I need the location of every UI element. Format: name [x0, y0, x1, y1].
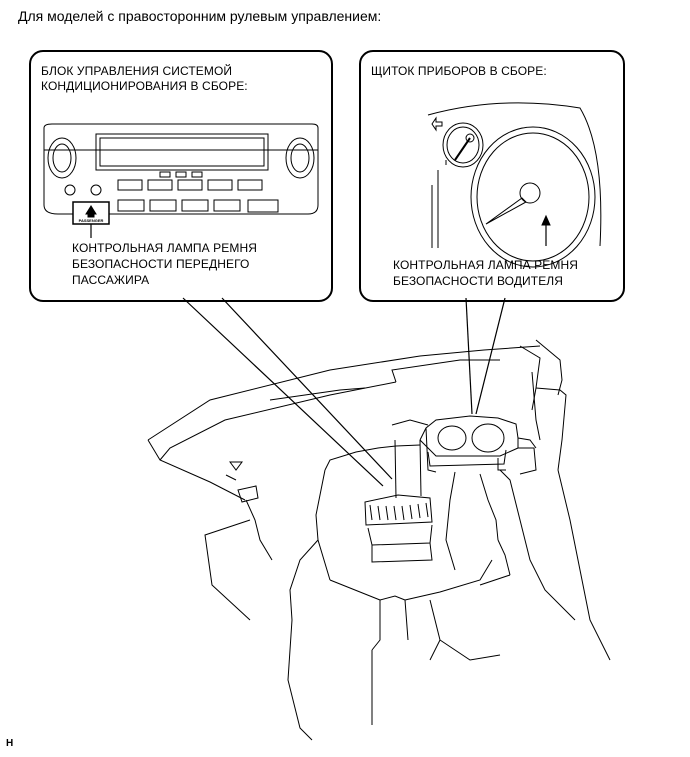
instrument-cluster-drawing — [427, 102, 602, 268]
cluster-leader-line — [465, 297, 473, 415]
instrument-cluster-title: ЩИТОК ПРИБОРОВ В СБОРЕ: — [371, 64, 547, 78]
passenger-lamp-text: PASSENGER — [79, 218, 104, 223]
ac-leader-line — [182, 297, 384, 487]
passenger-lamp-label-line2: БЕЗОПАСНОСТИ ПЕРЕДНЕГО — [72, 257, 250, 271]
ac-control-title-line2: КОНДИЦИОНИРОВАНИЯ В СБОРЕ: — [41, 79, 248, 93]
driver-lamp-label-line2: БЕЗОПАСНОСТИ ВОДИТЕЛЯ — [393, 274, 564, 288]
passenger-lamp-label-line3: ПАССАЖИРА — [72, 273, 150, 287]
driver-lamp-label-line1: КОНТРОЛЬНАЯ ЛАМПА РЕМНЯ — [393, 258, 579, 272]
passenger-seatbelt-lamp-icon: PASSENGER — [72, 201, 110, 225]
dashboard-drawing — [147, 339, 611, 741]
page-heading: Для моделей с правосторонним рулевым упр… — [18, 8, 382, 24]
ac-control-title-line1: БЛОК УПРАВЛЕНИЯ СИСТЕМОЙ — [41, 64, 233, 78]
footer-code: H — [6, 738, 14, 749]
driver-lamp-arrow-icon — [541, 214, 551, 246]
ac-control-panel-drawing — [43, 123, 319, 215]
instrument-cluster-callout-box: ЩИТОК ПРИБОРОВ В СБОРЕ: КОНТРОЛЬНАЯ ЛАМП… — [359, 50, 625, 302]
passenger-lamp-label-line1: КОНТРОЛЬНАЯ ЛАМПА РЕМНЯ — [72, 241, 258, 255]
ac-control-callout-box: БЛОК УПРАВЛЕНИЯ СИСТЕМОЙ КОНДИЦИОНИРОВАН… — [29, 50, 333, 302]
